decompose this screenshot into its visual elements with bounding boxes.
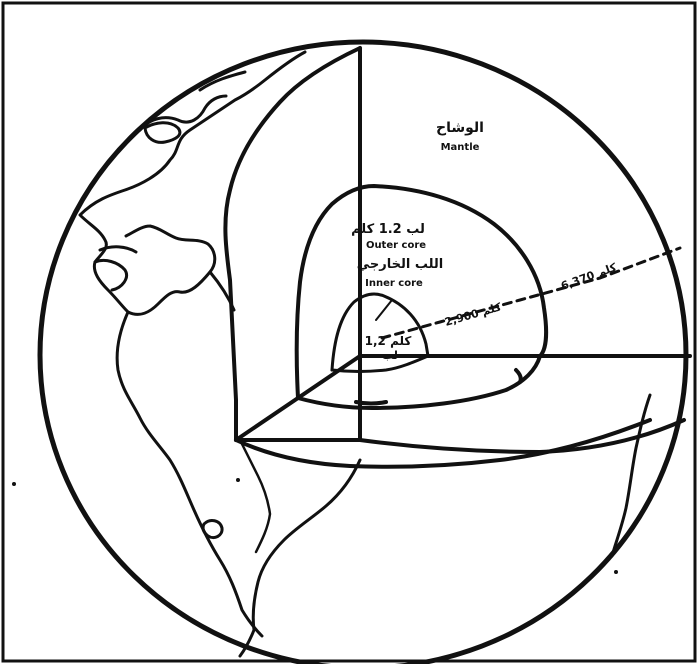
- surface-dot-right: [614, 570, 618, 574]
- inner-core-label-arabic-2: لب: [382, 349, 398, 362]
- inner-core-label-english: Inner core: [365, 278, 423, 289]
- surface-dot-left: [12, 482, 16, 486]
- surface-dot-mid: [236, 478, 240, 482]
- outer-core-label-english: Outer core: [366, 240, 426, 251]
- figure-frame: [3, 3, 695, 661]
- inner-core-label-arabic: 1,2 كلم: [365, 334, 412, 348]
- outer-core-label-arabic-top: لب 1.2 كلم: [351, 222, 425, 237]
- mantle-label-arabic: الوشاح: [436, 120, 484, 136]
- mantle-label-english: Mantle: [441, 142, 480, 153]
- crust-bottom-mark: [356, 402, 386, 404]
- outer-core-label-arabic-mid: اللب الخارجي: [357, 257, 444, 272]
